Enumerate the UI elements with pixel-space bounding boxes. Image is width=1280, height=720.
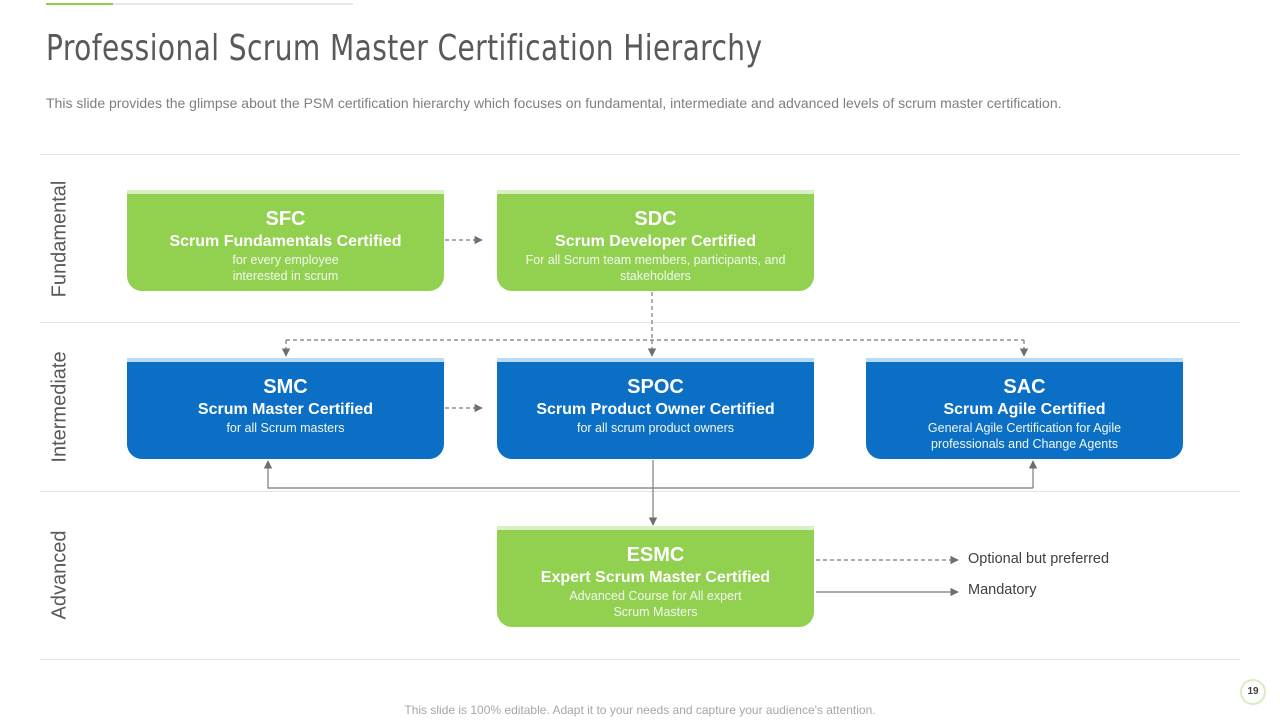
node-sac-abbr: SAC [1003,376,1046,398]
node-spoc: SPOC Scrum Product Owner Certified for a… [497,358,814,459]
accent-bar-track [113,3,353,5]
node-esmc: ESMC Expert Scrum Master Certified Advan… [497,526,814,627]
node-spoc-desc-1: for all scrum product owners [576,421,734,435]
node-sdc: SDC Scrum Developer Certified For all Sc… [497,190,814,291]
node-sac-name: Scrum Agile Certified [943,401,1106,418]
node-sac-desc-1: General Agile Certification for Agile [927,421,1122,435]
node-smc: SMC Scrum Master Certified for all Scrum… [127,358,444,459]
node-sdc-name: Scrum Developer Certified [555,233,756,250]
node-spoc-name: Scrum Product Owner Certified [536,401,775,418]
connector-smc-loop [263,460,1033,489]
slide-subtitle: This slide provides the glimpse about th… [46,95,1062,111]
node-smc-abbr: SMC [263,376,308,398]
node-sdc-desc-1: For all Scrum team members, participants… [525,253,786,267]
node-sac-desc-2: professionals and Change Agents [931,437,1118,451]
page-number: 19 [1240,679,1266,705]
legend-mandatory-label: Mandatory [968,582,1037,598]
node-sfc-name: Scrum Fundamentals Certified [169,233,402,250]
node-sdc-abbr: SDC [634,208,677,230]
node-sfc-abbr: SFC [265,208,306,230]
row-divider-2 [40,491,1240,492]
row-divider-bottom [40,659,1240,660]
row-divider-top [40,154,1240,155]
node-sfc-desc-1: for every employee [232,253,339,267]
node-esmc-desc-2: Scrum Masters [613,605,698,619]
node-spoc-abbr: SPOC [627,376,684,398]
node-esmc-abbr: ESMC [626,544,685,566]
legend-optional-label: Optional but preferred [968,551,1110,567]
node-smc-name: Scrum Master Certified [197,401,374,418]
node-sfc: SFC Scrum Fundamentals Certified for eve… [127,190,444,291]
node-smc-desc-1: for all Scrum masters [226,421,345,435]
node-esmc-name: Expert Scrum Master Certified [540,569,771,586]
node-esmc-desc-1: Advanced Course for All expert [569,589,742,603]
node-sfc-desc-2: interested in scrum [232,269,339,283]
row-divider-1 [40,322,1240,323]
node-sdc-desc-2: stakeholders [620,269,691,283]
footer-note: This slide is 100% editable. Adapt it to… [404,703,876,717]
accent-bar [46,3,113,5]
node-sac: SAC Scrum Agile Certified General Agile … [866,358,1183,459]
slide-title: Professional Scrum Master Certification … [46,28,763,69]
